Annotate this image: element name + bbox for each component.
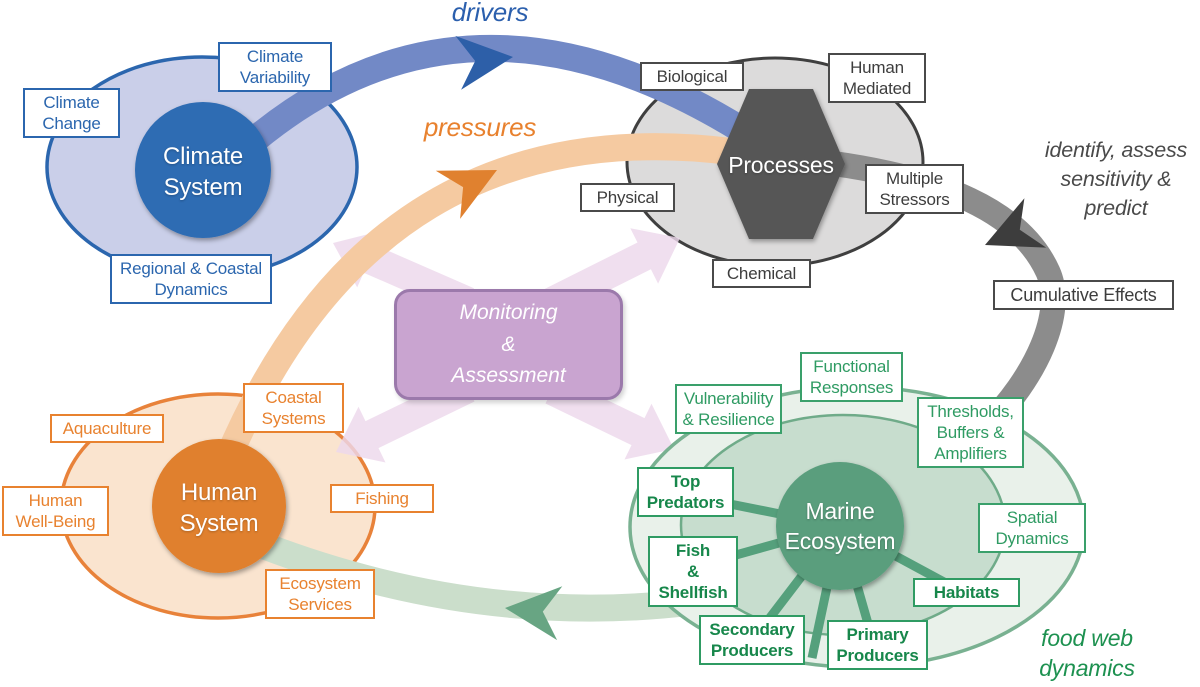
human-system-title: Human System <box>179 479 259 538</box>
label-fishing: Fishing <box>330 484 434 514</box>
label-functional-responses: Functional Responses <box>800 352 903 403</box>
marine-ecosystem-title: Marine Ecosystem <box>784 498 896 554</box>
label-cumulative-effects: Cumulative Effects <box>993 280 1174 311</box>
label-climate-variability: Climate Variability <box>218 42 332 93</box>
label-human-well-being: Human Well-Being <box>2 486 109 537</box>
annotation-drivers: drivers <box>451 0 529 27</box>
label-secondary-producers: Secondary Producers <box>699 615 805 666</box>
cumulative-effects-arrowhead <box>985 198 1047 248</box>
drivers-arrowhead <box>455 35 513 90</box>
label-chemical: Chemical <box>712 259 811 289</box>
label-biological: Biological <box>640 62 744 92</box>
processes-title: Processes <box>728 152 834 178</box>
label-top-predators: Top Predators <box>637 467 734 518</box>
ecosystem-services-arrowhead <box>505 586 563 641</box>
annotation-identify-assess: identify, assess sensitivity & predict <box>1044 138 1188 221</box>
label-human-mediated: Human Mediated <box>828 53 926 104</box>
marine-ecosystem-circle <box>776 462 904 590</box>
label-primary-producers: Primary Producers <box>827 620 928 671</box>
label-ecosystem-services: Ecosystem Services <box>265 569 375 620</box>
label-thresholds-buffers-amplifiers: Thresholds, Buffers & Amplifiers <box>917 397 1024 469</box>
human-system-circle <box>152 439 286 573</box>
label-regional-coastal-dynamics: Regional & Coastal Dynamics <box>110 254 272 305</box>
pressures-band <box>215 133 737 464</box>
processes-hexagon <box>717 89 845 239</box>
climate-system-circle <box>135 102 271 238</box>
monitoring-assessment-box: Monitoring & Assessment <box>394 289 623 400</box>
label-spatial-dynamics: Spatial Dynamics <box>978 503 1086 554</box>
label-coastal-systems: Coastal Systems <box>243 383 344 434</box>
annotation-food-web-dynamics: food web dynamics <box>1039 625 1135 681</box>
climate-system-title: Climate System <box>163 143 243 202</box>
pressures-arrowhead <box>435 170 497 219</box>
label-climate-change: Climate Change <box>23 88 120 139</box>
label-physical: Physical <box>580 183 675 213</box>
label-habitats: Habitats <box>913 578 1020 608</box>
label-vulnerability-resilience: Vulnerability & Resilience <box>675 384 782 435</box>
monitoring-assessment-text: Monitoring & Assessment <box>451 301 566 388</box>
annotation-pressures: pressures <box>423 112 537 142</box>
label-aquaculture: Aquaculture <box>50 414 164 444</box>
label-multiple-stressors: Multiple Stressors <box>865 164 964 215</box>
label-fish-shellfish: Fish & Shellfish <box>648 536 738 608</box>
